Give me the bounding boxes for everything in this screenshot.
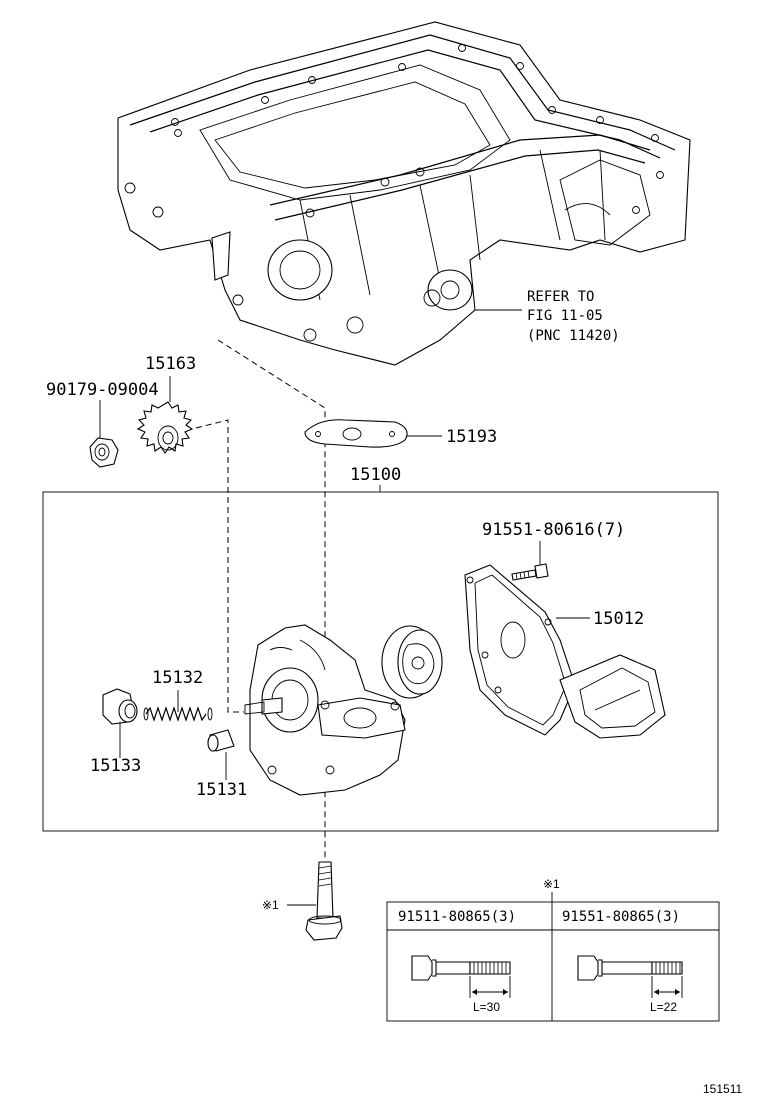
bolt-table-col1-length: L=30 [473, 1000, 500, 1014]
bolt-table-col2-length: L=22 [650, 1000, 677, 1014]
shaft-alignment-line [195, 419, 244, 713]
bolt-alignment-line [217, 339, 326, 860]
oil-pump-gasket [304, 419, 408, 448]
pump-assembly-frame [42, 491, 719, 832]
oil-pump-rotor [381, 625, 443, 699]
rim-bolt-holes [124, 44, 664, 306]
plug-part-number: 15133 [90, 756, 141, 776]
oil-pan-illustration [117, 21, 691, 366]
bolt-length-table: 91511-80865(3) 91551-80865(3) L=30 L=22 [386, 901, 720, 1022]
relief-valve-spring [143, 706, 213, 722]
refer-line-2: FIG 11-05 [527, 308, 603, 324]
cover-bolt [511, 563, 549, 581]
catalog-figure-id: 151511 [703, 1082, 742, 1096]
table-reference-mark: ※1 [543, 877, 560, 891]
oil-pump-body [244, 624, 406, 796]
cover-bolt-part-number: 91551-80616(7) [482, 520, 625, 540]
gasket-part-number: 15193 [446, 427, 497, 447]
oil-pump-cover [464, 564, 666, 739]
bolt-drawing-l30 [411, 955, 511, 998]
refer-line-1: REFER TO [527, 289, 594, 305]
relief-valve-part-number: 15131 [196, 780, 247, 800]
cover-part-number: 15012 [593, 609, 644, 629]
bolt-table-col1-part: 91511-80865(3) [398, 909, 516, 925]
spring-part-number: 15132 [152, 668, 203, 688]
refer-line-3: (PNC 11420) [527, 328, 620, 344]
sprocket-part-number: 15163 [145, 354, 196, 374]
bolt-reference-mark: ※1 [262, 898, 279, 912]
bolt-table-col2-part: 91551-80865(3) [562, 909, 680, 925]
nut-part-number: 90179-09004 [46, 380, 159, 400]
pump-assembly-part-number: 15100 [350, 465, 401, 485]
bolt-drawing-l22 [577, 955, 683, 998]
relief-valve-plug [102, 688, 138, 725]
relief-valve [207, 729, 235, 752]
refer-to-note: REFER TO FIG 11-05 (PNC 11420) [475, 289, 620, 344]
oil-pump-drive-sprocket [136, 401, 194, 454]
pump-mounting-bolt [305, 861, 343, 941]
flange-nut [89, 437, 119, 468]
